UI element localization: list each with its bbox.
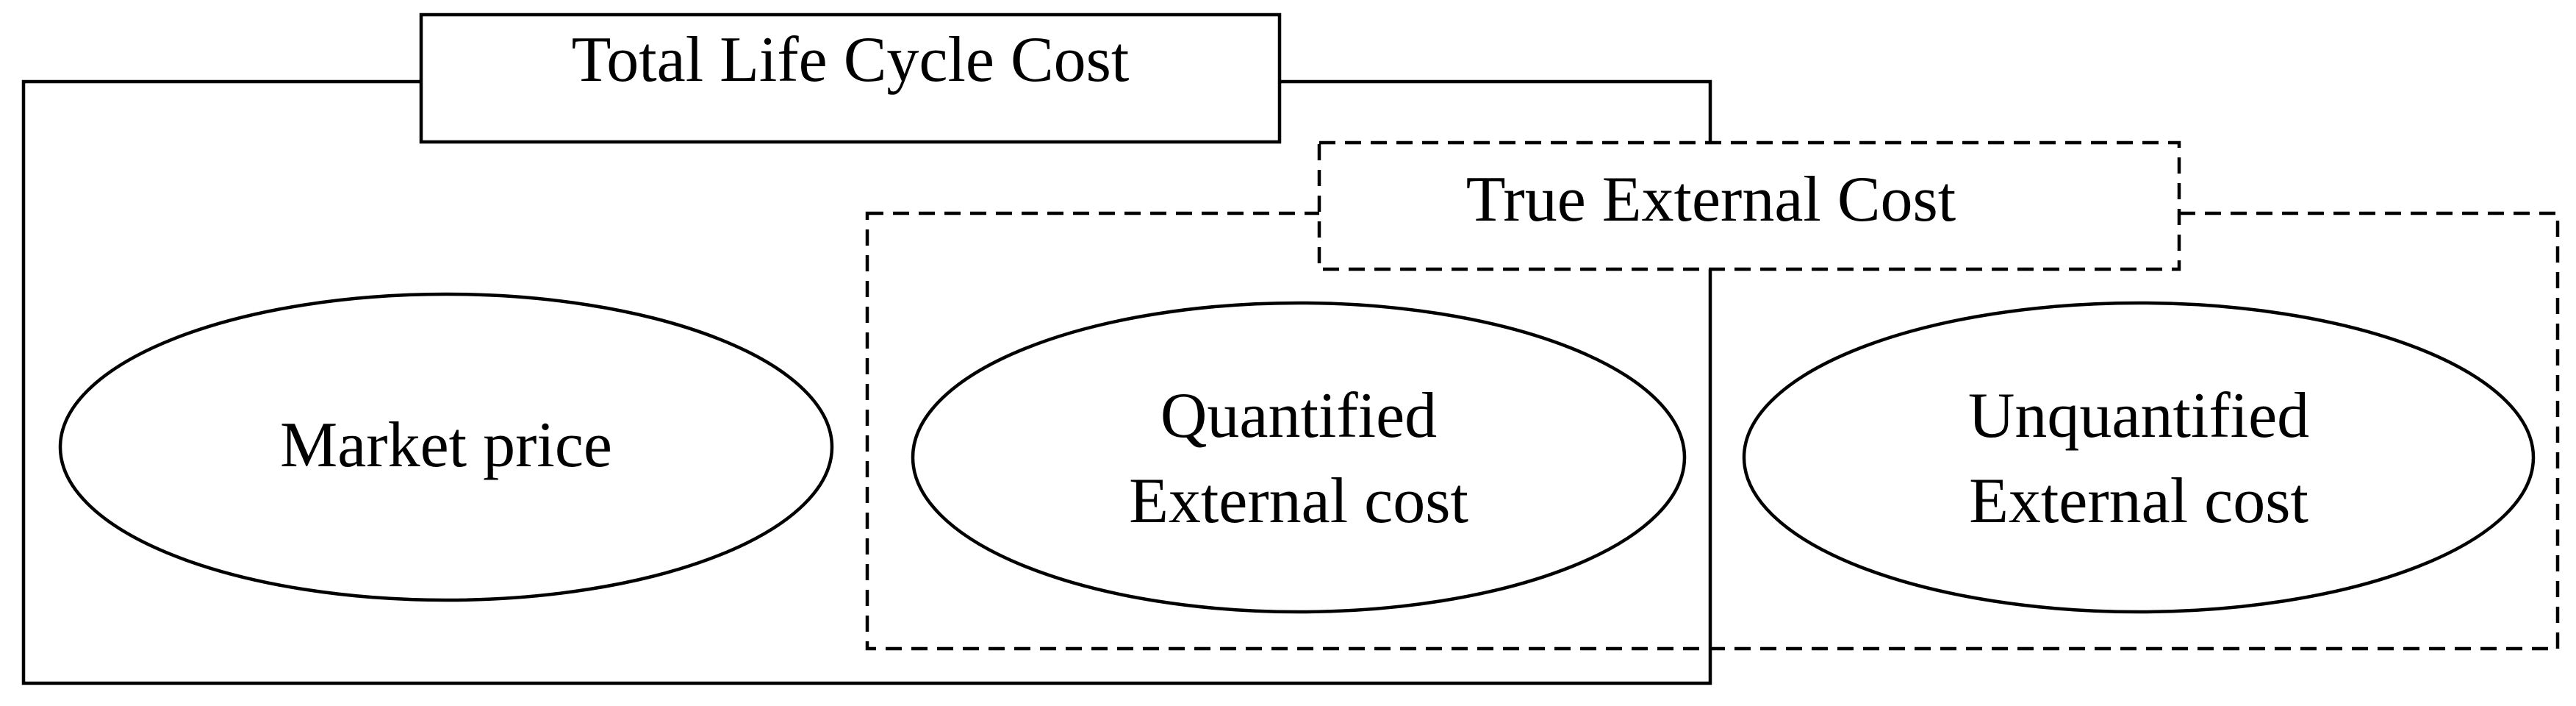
true-external-cost-frame [865,211,2560,651]
unquantified-label-line2: External cost [1969,466,2308,537]
unquantified-external-cost-ellipse [1742,301,2536,614]
market-price-ellipse [58,292,834,602]
total-life-cycle-cost-label-box [419,13,1282,144]
unquantified-label-line1: Unquantified [1968,380,2309,452]
true-external-cost-label-box [1317,140,2181,271]
quantified-external-cost-ellipse [911,301,1687,614]
quantified-label-line2: External cost [1129,466,1468,537]
true-external-cost-label: True External Cost [1466,164,1956,235]
quantified-label-line1: Quantified [1160,380,1437,452]
true-external-cost-label-bg [1319,143,2179,269]
total-life-cycle-cost-label-bg [421,15,1280,142]
total-life-cycle-cost-label: Total Life Cycle Cost [572,24,1130,96]
market-price-label: Market price [280,410,612,481]
